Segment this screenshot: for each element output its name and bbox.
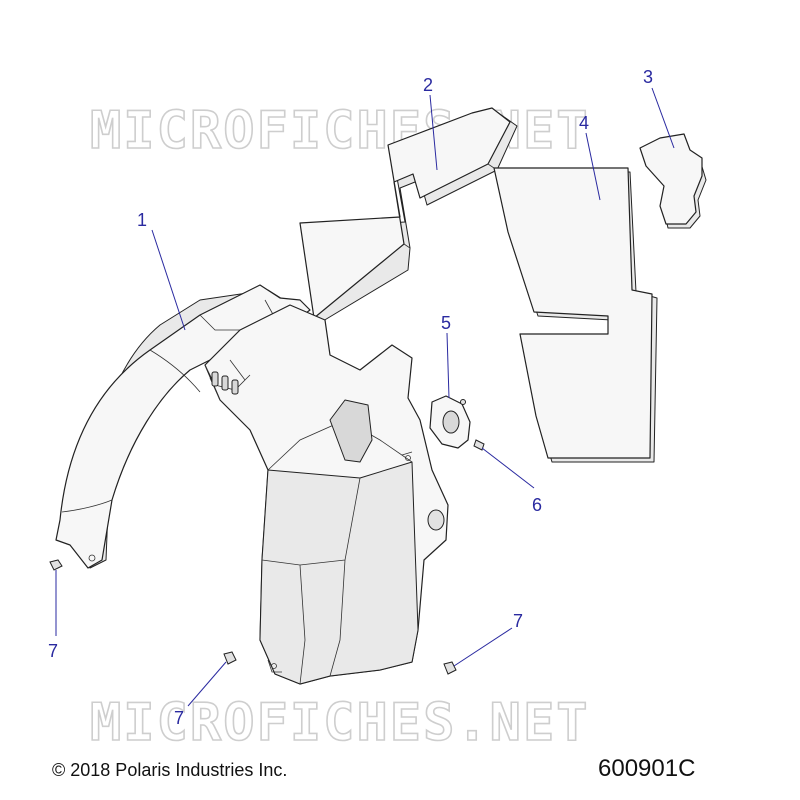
leader-1 [151,229,186,331]
leader-7-bottom [187,661,227,707]
callout-2: 2 [423,75,433,95]
callout-7-left: 7 [48,641,58,661]
callout-7-right: 7 [513,611,523,631]
diagram-id: 600901C [598,755,696,782]
fastener-7-left [49,559,63,571]
leader-3 [651,87,675,149]
part-3-bracket [639,133,707,229]
leader-4 [585,132,601,201]
fastener-6 [473,439,485,451]
fastener-7-bottom [223,651,237,665]
leader-7-right [453,627,513,667]
callout-6: 6 [532,495,542,515]
watermark-bottom: MICROFICHES.NET [90,693,590,753]
callout-3: 3 [643,67,653,87]
part-4-sheet [493,167,658,463]
leader-5 [446,332,450,399]
fastener-7-right [443,661,457,675]
callout-7-bottom: 7 [174,708,184,728]
main-wheel-well-panel [204,304,449,685]
leader-2 [429,94,438,171]
callout-5: 5 [441,313,451,333]
copyright-text: © 2018 Polaris Industries Inc. [52,760,288,780]
callout-4: 4 [579,113,589,133]
leader-6 [481,447,535,489]
part-5-gasket [429,395,471,449]
callout-1: 1 [137,210,147,230]
